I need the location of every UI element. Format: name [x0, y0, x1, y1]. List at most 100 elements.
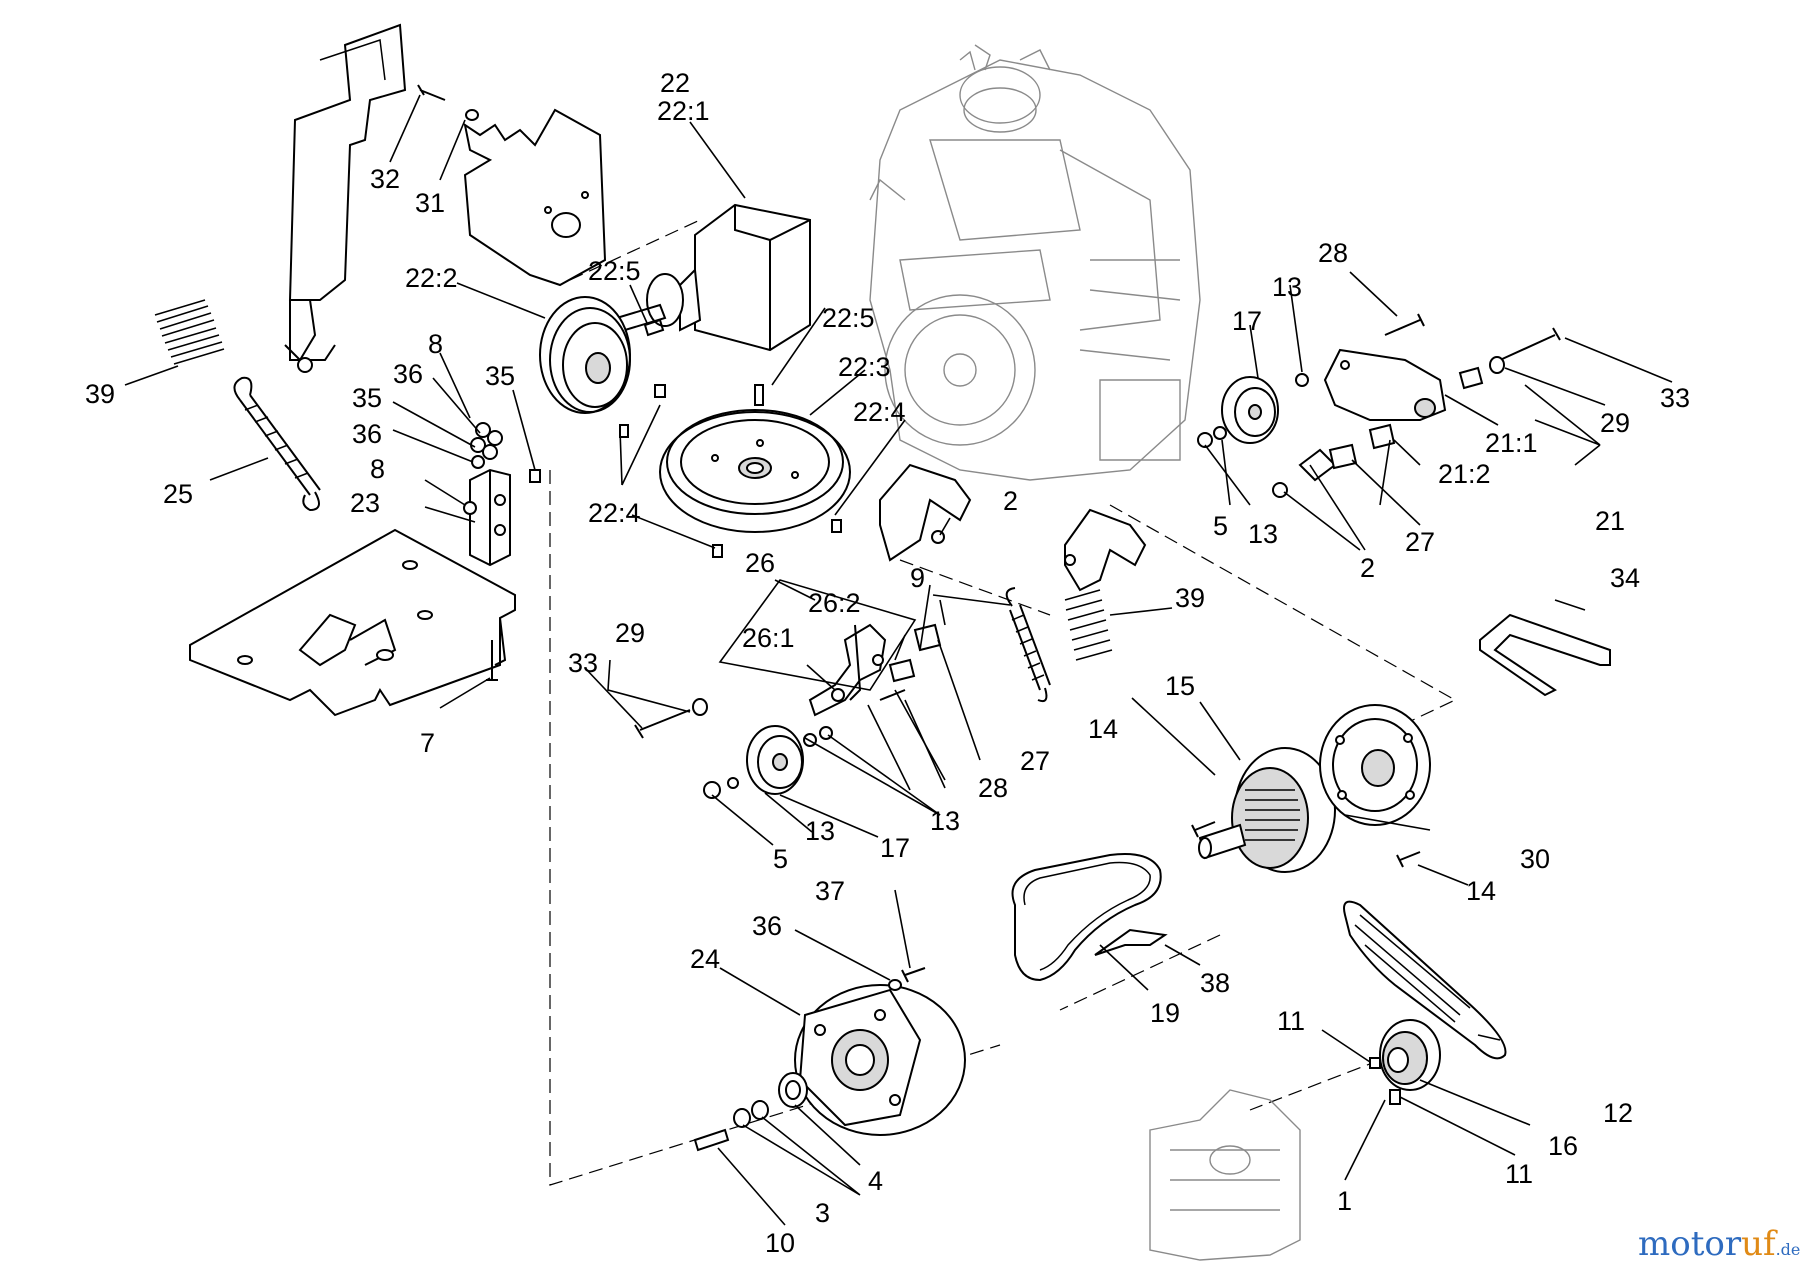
label-29-b: 29 [615, 618, 645, 648]
label-3: 3 [815, 1198, 830, 1228]
pin-22-5 [643, 318, 764, 406]
label-36-a: 36 [393, 359, 423, 389]
mount-plate [463, 108, 607, 287]
label-10: 10 [765, 1228, 795, 1258]
pulley-22-2 [539, 296, 631, 414]
engine-outline [869, 44, 1201, 481]
label-22-5-a: 22:5 [588, 256, 641, 286]
label-14-a: 14 [1088, 714, 1118, 744]
bracket-2-upper [879, 463, 972, 562]
bracket-21 [1298, 348, 1447, 482]
label-39-b: 39 [1175, 583, 1205, 613]
label-21: 21 [1595, 506, 1625, 536]
label-28-a: 28 [1318, 238, 1348, 268]
label-22-4-a: 22:4 [588, 498, 641, 528]
transmission-outline [1149, 1089, 1301, 1261]
washers-3 [733, 1100, 769, 1128]
label-27-a: 27 [1405, 527, 1435, 557]
label-30: 30 [1520, 844, 1550, 874]
base-plate [189, 528, 516, 717]
bolts-14 [1191, 821, 1421, 868]
label-5-b: 5 [773, 844, 788, 874]
label-2-b: 2 [1003, 486, 1018, 516]
label-13-d: 13 [805, 816, 835, 846]
label-15: 15 [1165, 671, 1195, 701]
label-23: 23 [350, 488, 380, 518]
label-13-c: 13 [930, 806, 960, 836]
label-39-a: 39 [85, 379, 115, 409]
assembly-guide-lines [549, 219, 1457, 1186]
svg-text:motoruf.de: motoruf.de [1638, 1224, 1800, 1264]
label-25: 25 [163, 479, 193, 509]
label-4: 4 [868, 1166, 883, 1196]
spacers-21-2 [1272, 423, 1396, 498]
spring-9 [1005, 587, 1051, 703]
label-35-a: 35 [485, 361, 515, 391]
bolt-33-upper [1458, 327, 1561, 390]
label-31: 31 [415, 188, 445, 218]
label-29-a: 29 [1600, 408, 1630, 438]
label-17-a: 17 [1232, 306, 1262, 336]
label-5-a: 5 [1213, 511, 1228, 541]
label-22-4-b: 22:4 [853, 397, 906, 427]
lever-arm [284, 23, 407, 373]
label-11-a: 11 [1277, 1006, 1305, 1036]
screw-7 [486, 640, 498, 681]
label-1: 1 [1337, 1186, 1352, 1216]
label-26-2: 26:2 [808, 588, 861, 618]
belt-guide-38 [1094, 928, 1168, 956]
hardware-stack [463, 422, 541, 515]
label-36-b: 36 [352, 419, 382, 449]
bolt-33-lower [634, 698, 708, 739]
label-33-a: 33 [1660, 383, 1690, 413]
label-37: 37 [815, 876, 845, 906]
label-14-b: 14 [1466, 876, 1496, 906]
label-22-2: 22:2 [405, 263, 458, 293]
label-11-b: 11 [1505, 1159, 1533, 1189]
label-22-3: 22:3 [838, 352, 891, 382]
pulley-22-3 [659, 409, 851, 533]
watermark-logo: motoruf.de [1638, 1224, 1800, 1264]
label-26: 26 [745, 548, 775, 578]
belt-19 [1011, 853, 1162, 982]
label-19: 19 [1150, 998, 1180, 1028]
label-21-1: 21:1 [1485, 428, 1538, 458]
spring-25 [233, 376, 321, 512]
nut-5-lower [703, 777, 739, 799]
label-24: 24 [690, 944, 720, 974]
bolt-10 [693, 1128, 730, 1152]
idler-pulley-17-upper [1197, 373, 1309, 448]
label-8-a: 8 [428, 329, 443, 359]
label-22: 22 [660, 68, 690, 98]
spacers-27-28 [879, 623, 942, 701]
label-12: 12 [1603, 1098, 1633, 1128]
label-28-b: 28 [978, 773, 1008, 803]
idler-pulley-17-lower [746, 725, 833, 795]
belt-12 [1343, 900, 1507, 1060]
clutch-15 [1198, 747, 1336, 873]
label-33-b: 33 [568, 648, 598, 678]
label-2-a: 2 [1360, 553, 1375, 583]
belt-guide-34 [1479, 613, 1611, 697]
label-22-1: 22:1 [657, 96, 710, 126]
bracket-2-lower [1064, 508, 1147, 592]
coil-39-left [154, 299, 225, 365]
washer-31 [465, 109, 479, 121]
label-34: 34 [1610, 563, 1640, 593]
pto-clutch-24 [794, 984, 966, 1136]
label-21-2: 21:2 [1438, 459, 1491, 489]
label-38: 38 [1200, 968, 1230, 998]
bolt-32 [417, 84, 446, 101]
label-26-1: 26:1 [742, 623, 795, 653]
label-13-b: 13 [1248, 519, 1278, 549]
coil-39-right [1064, 589, 1113, 661]
callout-labels: 22 22:1 22:2 22:5 22:5 22:3 22:4 22:4 32… [85, 68, 1690, 1258]
bolt-28-upper [1384, 313, 1425, 336]
label-13-a: 13 [1272, 272, 1302, 302]
label-17-b: 17 [880, 833, 910, 863]
label-8-b: 8 [370, 454, 385, 484]
label-27-b: 27 [1020, 746, 1050, 776]
label-22-5-b: 22:5 [822, 303, 875, 333]
bracket-23 [469, 468, 511, 567]
